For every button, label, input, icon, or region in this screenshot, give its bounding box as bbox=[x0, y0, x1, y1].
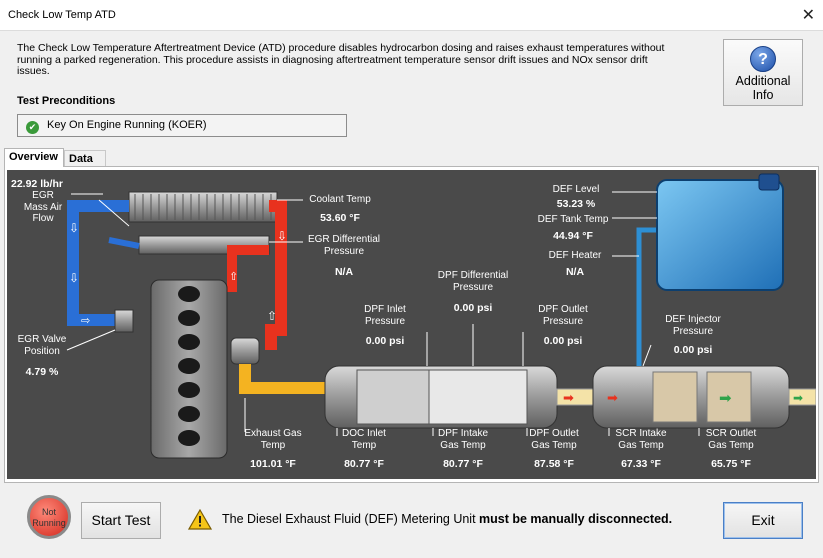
def-heater-label: DEF Heater bbox=[548, 250, 602, 261]
precondition-item: ✔ Key On Engine Running (KOER) bbox=[17, 114, 347, 137]
coolant-temp-label: Coolant Temp bbox=[309, 194, 371, 205]
turbo bbox=[230, 337, 260, 365]
svg-text:⇧: ⇧ bbox=[229, 270, 238, 283]
def-tank-temp-value: 44.94 °F bbox=[553, 230, 593, 242]
svg-text:⇩: ⇩ bbox=[69, 271, 79, 285]
def-heater-value: N/A bbox=[565, 266, 585, 278]
egr-differential-pressure-value: N/A bbox=[334, 266, 354, 278]
svg-text:⇨: ⇨ bbox=[81, 314, 90, 327]
egr-hot-pipe-lower bbox=[227, 245, 269, 292]
warning-icon bbox=[188, 509, 212, 530]
check-icon: ✔ bbox=[26, 121, 39, 134]
svg-text:➡: ➡ bbox=[607, 391, 618, 406]
svg-text:➡: ➡ bbox=[793, 391, 803, 405]
additional-info-label-line2: Info bbox=[752, 88, 774, 102]
def-level-label: DEF Level bbox=[552, 184, 600, 195]
additional-info-label-line1: Additional bbox=[735, 74, 791, 88]
svg-text:⇩: ⇩ bbox=[277, 229, 287, 243]
title-bar: Check Low Temp ATD ✕ bbox=[0, 0, 823, 31]
def-level-value: 53.23 % bbox=[556, 198, 596, 210]
coolant-temp-value: 53.60 °F bbox=[320, 212, 360, 224]
exit-button[interactable]: Exit bbox=[723, 502, 803, 539]
doc-inlet-temp-value: 80.77 °F bbox=[344, 458, 384, 470]
exhaust-gas-temp-value: 101.01 °F bbox=[250, 458, 296, 470]
def-tank-temp-label: DEF Tank Temp bbox=[537, 214, 609, 225]
additional-info-button[interactable]: ? Additional Info bbox=[723, 39, 803, 106]
warning-message: The Diesel Exhaust Fluid (DEF) Metering … bbox=[222, 512, 673, 526]
svg-text:➡: ➡ bbox=[719, 389, 732, 407]
engine-status-indicator: Not Running bbox=[27, 495, 71, 539]
scr-intake-gas-temp-value: 67.33 °F bbox=[621, 458, 661, 470]
dpf-intake-gas-temp-value: 80.77 °F bbox=[443, 458, 483, 470]
exhaust-pipe bbox=[239, 364, 325, 394]
tailpipe bbox=[788, 388, 816, 406]
preconditions-title: Test Preconditions bbox=[17, 95, 116, 107]
dpf-outlet-gas-temp-value: 87.58 °F bbox=[534, 458, 574, 470]
svg-text:⇧: ⇧ bbox=[267, 309, 277, 323]
tab-overview[interactable]: Overview bbox=[4, 148, 64, 167]
dpf-outlet-pressure-value: 0.00 psi bbox=[543, 335, 583, 347]
svg-text:⇩: ⇩ bbox=[69, 221, 79, 235]
dpf-differential-pressure-value: 0.00 psi bbox=[453, 302, 493, 314]
egr-cooler bbox=[128, 191, 278, 255]
doc-dpf-canister bbox=[324, 365, 558, 429]
egr-valve-position-value: 4.79 % bbox=[25, 366, 59, 378]
window-title: Check Low Temp ATD bbox=[8, 9, 116, 21]
bottom-bar: Not Running Start Test The Diesel Exhaus… bbox=[0, 486, 823, 558]
engine-block bbox=[150, 279, 228, 459]
scr-canister bbox=[592, 365, 790, 429]
close-icon[interactable]: ✕ bbox=[801, 7, 815, 24]
dpf-inlet-pressure-value: 0.00 psi bbox=[365, 335, 405, 347]
system-schematic: ⇩ ⇩ ⇩ ⇧ ⇧ ⇨ bbox=[66, 173, 816, 459]
aftertreatment-diagram: ⇩ ⇩ ⇩ ⇧ ⇧ ⇨ bbox=[7, 170, 816, 479]
overview-panel: ⇩ ⇩ ⇩ ⇧ ⇧ ⇨ bbox=[4, 166, 819, 483]
def-injector-pressure-value: 0.00 psi bbox=[673, 344, 713, 356]
egr-hot-pipe bbox=[265, 200, 287, 350]
egr-mass-air-flow-value: 22.92 lb/hr bbox=[11, 178, 63, 190]
tab-data[interactable]: Data bbox=[64, 150, 106, 167]
question-icon: ? bbox=[750, 46, 776, 72]
def-line bbox=[636, 227, 657, 366]
egr-valve bbox=[114, 309, 134, 333]
svg-text:➡: ➡ bbox=[563, 391, 574, 406]
def-tank-cap bbox=[758, 173, 780, 191]
start-test-button[interactable]: Start Test bbox=[81, 502, 161, 539]
dialog-body: The Check Low Temperature Aftertreatment… bbox=[0, 31, 823, 558]
procedure-description: The Check Low Temperature Aftertreatment… bbox=[17, 42, 665, 77]
egr-cold-pipe bbox=[67, 200, 129, 326]
def-tank bbox=[656, 179, 784, 291]
scr-outlet-gas-temp-value: 65.75 °F bbox=[711, 458, 751, 470]
precondition-label: Key On Engine Running (KOER) bbox=[47, 119, 207, 131]
